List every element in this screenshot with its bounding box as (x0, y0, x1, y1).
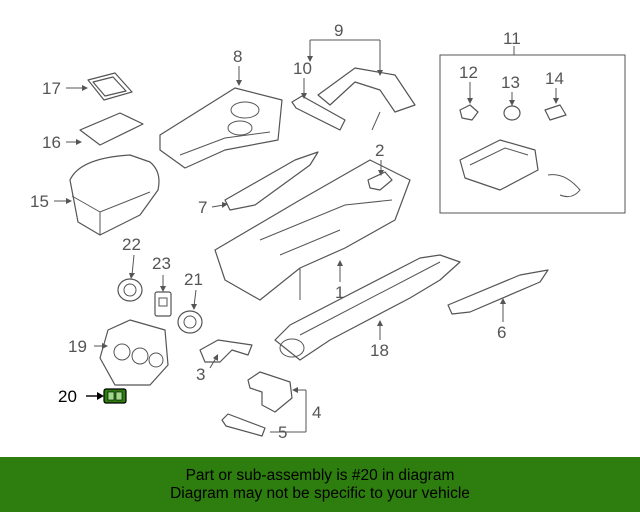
callout-9: 9 (334, 21, 343, 40)
part-15-shape (69, 154, 160, 236)
callout-14: 14 (545, 69, 564, 88)
callout-2: 2 (375, 141, 384, 160)
part-13-shape (503, 105, 521, 121)
part-5-shape (221, 413, 266, 437)
callout-4: 4 (312, 403, 321, 422)
part-22-shape (117, 278, 143, 302)
callout-13: 13 (501, 73, 520, 92)
callout-12: 12 (459, 63, 478, 82)
callout-19: 19 (68, 337, 87, 356)
callout-1: 1 (335, 283, 344, 302)
part-7-shape (224, 151, 319, 211)
detail-box-11 (439, 54, 626, 214)
part-21-shape (177, 310, 203, 334)
part-4-shape (247, 371, 293, 413)
callout-10: 10 (293, 59, 312, 78)
part-10-shape (291, 95, 346, 131)
part-8-shape (159, 87, 283, 169)
callout-18: 18 (370, 341, 389, 360)
callout-21: 21 (184, 270, 203, 289)
callout-6: 6 (497, 323, 506, 342)
part-23-shape (154, 291, 172, 317)
part-17-shape (87, 72, 133, 101)
callout-22: 22 (122, 235, 141, 254)
callout-20: 20 (58, 387, 77, 406)
callout-5: 5 (278, 423, 287, 442)
callout-3: 3 (196, 365, 205, 384)
part-12-shape (459, 104, 479, 121)
part-1-shape (214, 159, 411, 301)
callout-7: 7 (198, 198, 207, 217)
callout-8: 8 (233, 47, 242, 66)
callout-23: 23 (152, 254, 171, 273)
leader-lines (54, 39, 559, 433)
callout-17: 17 (42, 79, 61, 98)
banner-line-1: Part or sub-assembly is #20 in diagram (185, 466, 455, 484)
part-20-shape (103, 388, 127, 404)
info-banner: Part or sub-assembly is #20 in diagram D… (0, 457, 640, 512)
parts-diagram: 17 16 15 8 9 10 11 12 13 14 7 2 1 6 18 3… (30, 21, 626, 442)
part-18-shape (274, 254, 461, 361)
part-3-shape (199, 339, 253, 363)
part-16-shape (79, 112, 144, 146)
part-19-shape (99, 319, 169, 386)
banner-line-2: Diagram may not be specific to your vehi… (170, 484, 470, 502)
part-9-shape (317, 67, 416, 131)
callout-16: 16 (42, 133, 61, 152)
callout-15: 15 (30, 192, 49, 211)
part-14-shape (544, 104, 567, 121)
part-6-shape (447, 269, 549, 315)
callout-11: 11 (503, 29, 521, 48)
part-11-shape (459, 139, 581, 198)
